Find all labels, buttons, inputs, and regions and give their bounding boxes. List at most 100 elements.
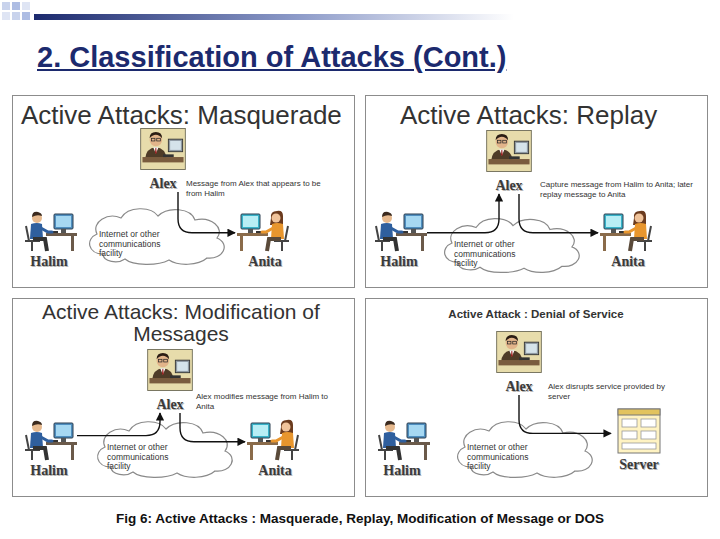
icon-part	[600, 211, 652, 251]
actor-name: Server	[599, 457, 679, 473]
icon-part	[32, 421, 42, 426]
icon-part	[155, 148, 157, 153]
icon-part	[383, 239, 397, 251]
icon-part	[526, 344, 537, 353]
icon-part	[98, 422, 233, 478]
icon-part	[241, 214, 260, 229]
icon-part	[487, 130, 532, 171]
icon-part	[458, 422, 593, 478]
person-node: Halim	[374, 417, 430, 479]
icon-part	[625, 227, 638, 232]
figure-caption: Fig 6: Active Attacks : Masquerade, Repl…	[0, 511, 720, 527]
person-icon	[374, 417, 430, 461]
icon-part	[281, 432, 294, 448]
icon-part	[258, 438, 263, 442]
icon-part	[61, 438, 66, 442]
icon-part	[604, 214, 623, 229]
icon-part	[30, 223, 43, 239]
icon-part	[641, 431, 656, 439]
icon-part	[39, 227, 52, 232]
server-icon	[611, 407, 667, 455]
panel-heading: Active Attacks: Masquerade	[21, 102, 351, 129]
icon-part	[175, 360, 189, 373]
icon-part	[271, 223, 284, 239]
icon-part	[501, 150, 503, 155]
icon-part	[54, 423, 73, 438]
icon-part	[56, 425, 71, 436]
icon-part	[39, 436, 52, 441]
icon-part	[71, 236, 74, 251]
icon-part	[511, 351, 513, 356]
icon-part	[71, 445, 74, 460]
icon-part	[157, 138, 161, 141]
actor-name: Anita	[223, 254, 307, 270]
person-icon	[371, 208, 427, 252]
person-icon	[235, 208, 295, 252]
icon-part	[164, 359, 168, 362]
icon-part	[421, 236, 424, 251]
attack-panel: Active Attacks: Masquerade Alex Halim In…	[12, 95, 355, 288]
icon-part	[153, 147, 158, 153]
icon-part	[61, 229, 66, 233]
icon-part	[503, 140, 507, 143]
icon-part	[90, 209, 225, 265]
actor-name: Alex	[133, 397, 207, 413]
network-cloud: Internet or other communications facilit…	[83, 204, 233, 266]
icon-part	[150, 132, 163, 138]
icon-part	[142, 157, 183, 162]
icon-part	[633, 211, 646, 225]
icon-part	[158, 359, 162, 362]
icon-part	[630, 239, 644, 251]
arrow-label: Alex modifies message from Halim to Anit…	[196, 392, 341, 411]
attack-panel: Active Attacks: Replay Alex Halim Intern…	[365, 95, 708, 288]
icon-part	[411, 229, 416, 233]
person-icon	[598, 208, 658, 252]
attack-panel: Active Attack : Denial of Service Alex H…	[365, 298, 708, 497]
person-node: Halim	[21, 208, 77, 270]
person-node: Anita	[245, 417, 305, 479]
deco-square	[12, 12, 20, 20]
actor-name: Alex	[482, 379, 556, 395]
icon-part	[392, 436, 405, 441]
icon-part	[272, 436, 285, 441]
icon-part	[622, 443, 656, 449]
icon-part	[280, 420, 293, 434]
actor-name: Alex	[472, 178, 546, 194]
panel-heading: Active Attack : Denial of Service	[406, 308, 666, 320]
deco-square	[2, 2, 10, 10]
cloud-label: Internet or other communications facilit…	[467, 443, 535, 472]
actor-name: Halim	[9, 254, 89, 270]
icon-part	[33, 448, 47, 460]
person-icon	[484, 126, 534, 176]
icon-part	[247, 420, 299, 460]
icon-part	[618, 409, 660, 453]
actor-name: Anita	[586, 254, 670, 270]
person-node: Anita	[598, 208, 658, 270]
network-cloud: Internet or other communications facilit…	[451, 417, 601, 479]
icon-part	[424, 445, 427, 460]
icon-part	[496, 134, 509, 140]
icon-part	[282, 423, 291, 432]
icon-part	[251, 423, 270, 438]
icon-part	[634, 223, 647, 239]
icon-part	[386, 448, 400, 460]
icon-part	[524, 342, 538, 355]
icon-part	[380, 223, 393, 239]
arrow-label: Message from Alex that appears to be fro…	[186, 179, 321, 198]
deco-square	[22, 12, 30, 20]
icon-part	[141, 128, 186, 169]
icon-part	[272, 214, 281, 223]
icon-part	[509, 350, 514, 356]
icon-part	[32, 212, 42, 217]
icon-part	[277, 448, 291, 460]
person-node: Alex	[138, 124, 188, 192]
icon-part	[404, 214, 423, 229]
person-node: Halim	[21, 417, 77, 479]
icon-part	[507, 341, 511, 344]
icon-part	[641, 419, 656, 427]
cloud-label: Internet or other communications facilit…	[107, 443, 175, 472]
icon-part	[262, 227, 275, 232]
icon-part	[407, 423, 426, 438]
icon-part	[162, 369, 164, 374]
